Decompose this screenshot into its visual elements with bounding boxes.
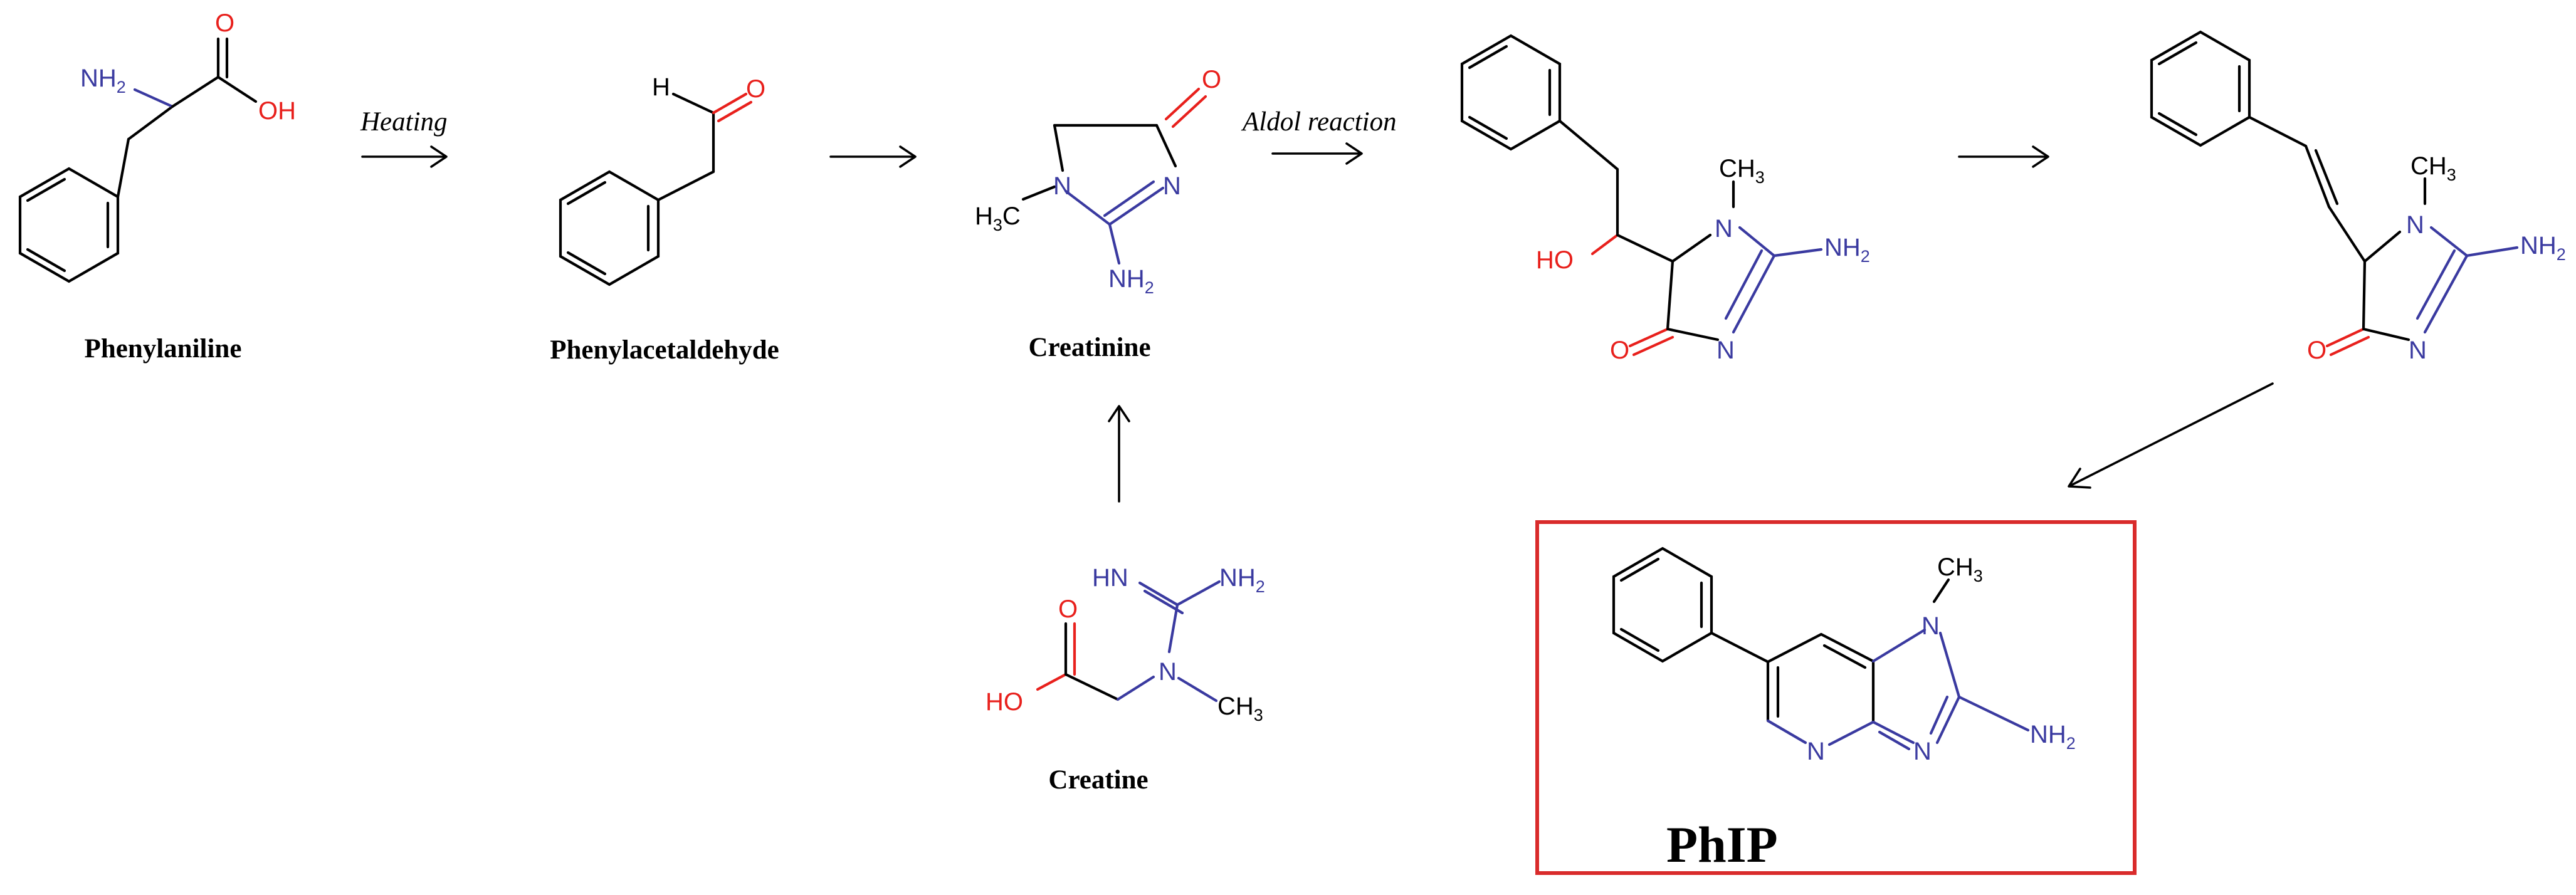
atom-ch3: CH3: [2410, 152, 2456, 184]
atom-n3: N: [1163, 172, 1181, 200]
atom-ho: HO: [1536, 246, 1574, 274]
atom-oxygen: O: [1610, 337, 1629, 364]
atom-oxygen: O: [2307, 337, 2326, 364]
atom-n1: N: [1715, 215, 1733, 243]
atom-oh: OH: [258, 97, 296, 125]
atom-nh2: NH2: [1108, 265, 1154, 297]
arrow-creatine-to-creatinine: [1108, 405, 1130, 503]
molecule-phenylacetaldehyde: H O Phenylacetaldehyde: [550, 73, 779, 365]
label-phenylalanine: Phenylaniline: [85, 334, 242, 364]
label-creatine: Creatine: [1048, 765, 1148, 795]
atom-oxygen: O: [1202, 66, 1221, 93]
arrow-dehydration: [1958, 145, 2049, 168]
atom-ch3: CH3: [1217, 693, 1263, 725]
atom-h3c: H3C: [975, 202, 1021, 234]
atom-ch3: CH3: [1719, 155, 1765, 187]
atom-nh2: NH2: [1219, 564, 1265, 596]
molecule-creatinine: O N N H3C NH2 Creatinine: [975, 66, 1221, 362]
molecule-aldol-intermediate: HO N N O CH3 NH2: [1460, 34, 1870, 364]
atom-n1: N: [2406, 211, 2424, 239]
atom-n-pyridine: N: [1807, 738, 1825, 765]
atom-n1: N: [1921, 612, 1940, 640]
label-phip: PhIP: [1666, 816, 1778, 873]
molecule-phenylalanine: NH2 O OH Phenylaniline: [18, 9, 296, 364]
arrow-step2: [829, 145, 917, 168]
atom-nh2: NH2: [2030, 721, 2076, 753]
arrow-cyclization: [2068, 382, 2274, 489]
product-box: [1535, 520, 2137, 875]
atom-nh2: NH2: [2520, 232, 2566, 264]
atom-h: H: [652, 73, 670, 101]
atom-n3: N: [1716, 337, 1735, 364]
atom-oxygen: O: [1058, 595, 1078, 623]
atom-oxygen: O: [746, 75, 765, 103]
atom-nh2: NH2: [1824, 234, 1870, 266]
atom-nh2: NH2: [80, 65, 126, 97]
label-creatinine: Creatinine: [1028, 333, 1150, 362]
label-phenylacetaldehyde: Phenylacetaldehyde: [550, 335, 779, 365]
atom-oxygen: O: [215, 9, 234, 37]
atom-n: N: [1159, 658, 1177, 686]
atom-n3: N: [1913, 738, 1932, 765]
atom-n3: N: [2409, 337, 2427, 364]
arrow-aldol: Aldol reaction: [1241, 107, 1397, 165]
molecule-creatine: HO O N CH3 HN NH2 Creatine: [986, 564, 1265, 795]
condition-heating: Heating: [360, 107, 448, 137]
atom-n1: N: [1053, 172, 1071, 200]
molecule-phip: N N N CH3 NH2 PhIP: [1612, 547, 2076, 873]
atom-ho: HO: [986, 688, 1023, 716]
condition-aldol: Aldol reaction: [1241, 107, 1397, 137]
atom-ch3: CH3: [1937, 553, 1983, 585]
molecule-dehydrated-intermediate: N N O CH3 NH2: [2150, 30, 2566, 364]
atom-hn: HN: [1092, 564, 1128, 592]
arrow-heating: Heating: [360, 107, 448, 168]
